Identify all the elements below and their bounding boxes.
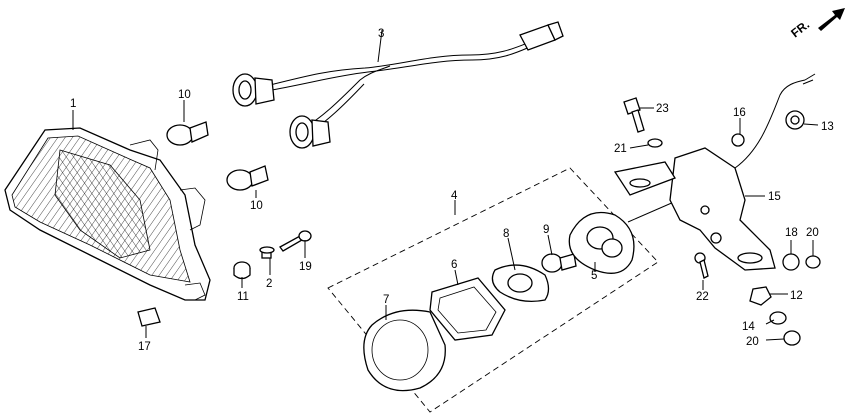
callout-7: 7: [383, 294, 389, 306]
grommet-16: [731, 133, 745, 147]
callout-12: 12: [790, 290, 803, 302]
callout-10-lower: 10: [250, 200, 263, 212]
callout-23: 23: [656, 103, 669, 115]
leader-lines: [72, 29, 819, 341]
callout-5: 5: [591, 270, 597, 282]
front-direction-indicator: FR.: [788, 8, 845, 40]
bulb-lower: [226, 165, 269, 191]
callout-14: 14: [742, 321, 755, 333]
taillight-assembly: [4, 127, 211, 301]
callout-19: 19: [299, 261, 312, 273]
callout-1: 1: [70, 98, 76, 110]
callout-3: 3: [378, 28, 384, 40]
grommet-11: [233, 261, 251, 280]
callout-11: 11: [237, 291, 249, 303]
lens-7: [363, 309, 446, 392]
callout-18: 18: [785, 227, 798, 239]
base-5: [568, 194, 691, 274]
bulb-9: [541, 253, 577, 273]
callout-20-upper: 20: [806, 227, 819, 239]
grommet-13: [785, 110, 805, 130]
callout-20-lower: 20: [746, 336, 759, 348]
callout-16: 16: [733, 107, 746, 119]
callout-21: 21: [614, 143, 627, 155]
bolt-19: [279, 230, 312, 252]
bolt-22: [694, 252, 709, 279]
collar-2: [259, 246, 275, 259]
collar-18: [782, 253, 800, 271]
callout-9: 9: [543, 224, 549, 236]
callout-6: 6: [451, 259, 457, 271]
callout-22: 22: [696, 291, 709, 303]
callout-4: 4: [451, 190, 458, 202]
callout-10-upper: 10: [178, 89, 191, 101]
gasket-6: [429, 277, 506, 341]
callout-13: 13: [821, 121, 834, 133]
front-label: FR.: [788, 17, 812, 40]
callout-2: 2: [266, 278, 272, 290]
nut-12: [749, 286, 772, 306]
front-arrow-icon: [818, 8, 845, 31]
license-bracket-15: [613, 73, 816, 271]
clip-17: [137, 307, 161, 327]
reflector-8: [491, 264, 550, 303]
wire-harness: [232, 21, 564, 149]
callout-15: 15: [768, 191, 781, 203]
bolt-23: [623, 97, 645, 133]
bulb-upper: [166, 121, 209, 146]
callout-17: 17: [138, 341, 151, 353]
nut-20-upper: [805, 255, 821, 269]
callout-labels: 1 10 10 3 4 8 6 7 9 5 11 2 19 17 23 21 1…: [70, 28, 834, 353]
washer-14: [769, 311, 787, 325]
nut-20-lower: [783, 330, 801, 346]
callout-8: 8: [503, 228, 509, 240]
washer-21: [647, 138, 663, 148]
